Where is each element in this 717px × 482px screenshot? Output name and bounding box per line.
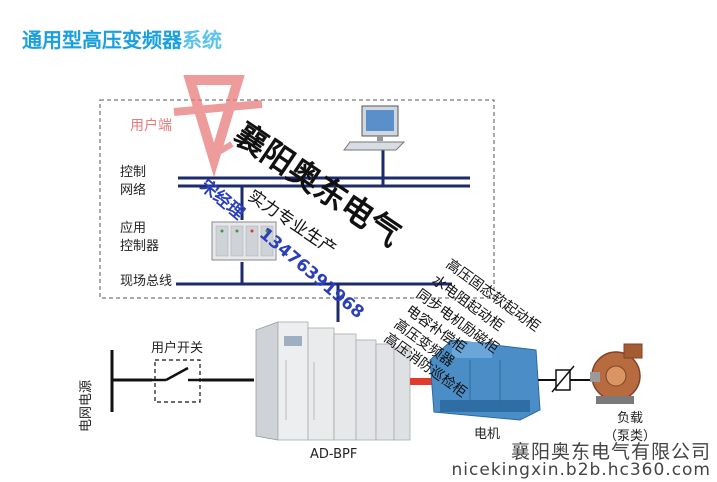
coupling-slash <box>551 365 575 393</box>
grid-power-label: 电网电源 <box>79 379 94 432</box>
pump-icon <box>590 343 643 404</box>
watermark-logo-icon <box>173 75 263 178</box>
user-side-label: 用户端 <box>130 118 172 134</box>
footer-company: 襄阳奥东电气有限公司 <box>510 441 711 463</box>
inverter-cabinet-icon <box>255 321 411 441</box>
footer-url: nicekingxin.b2b.hc360.com <box>451 460 711 480</box>
motor-icon <box>429 339 541 421</box>
app-controller-label: 应用 控制器 <box>120 221 160 254</box>
page-title: 通用型高压变频器系统 <box>22 28 222 52</box>
computer-icon <box>343 105 406 151</box>
inverter-label: AD-BPF <box>310 447 358 462</box>
load-label: 负载 （泵类） <box>604 411 657 444</box>
output-cable <box>410 378 440 385</box>
user-side-boundary <box>99 99 495 299</box>
motor-label: 电机 <box>474 427 501 442</box>
field-bus-label: 现场总线 <box>120 274 173 289</box>
control-network-label: 控制 网络 <box>120 165 147 198</box>
controller-rack-icon <box>211 221 277 261</box>
switch-blade <box>165 366 189 382</box>
user-switch-label: 用户开关 <box>151 341 204 356</box>
